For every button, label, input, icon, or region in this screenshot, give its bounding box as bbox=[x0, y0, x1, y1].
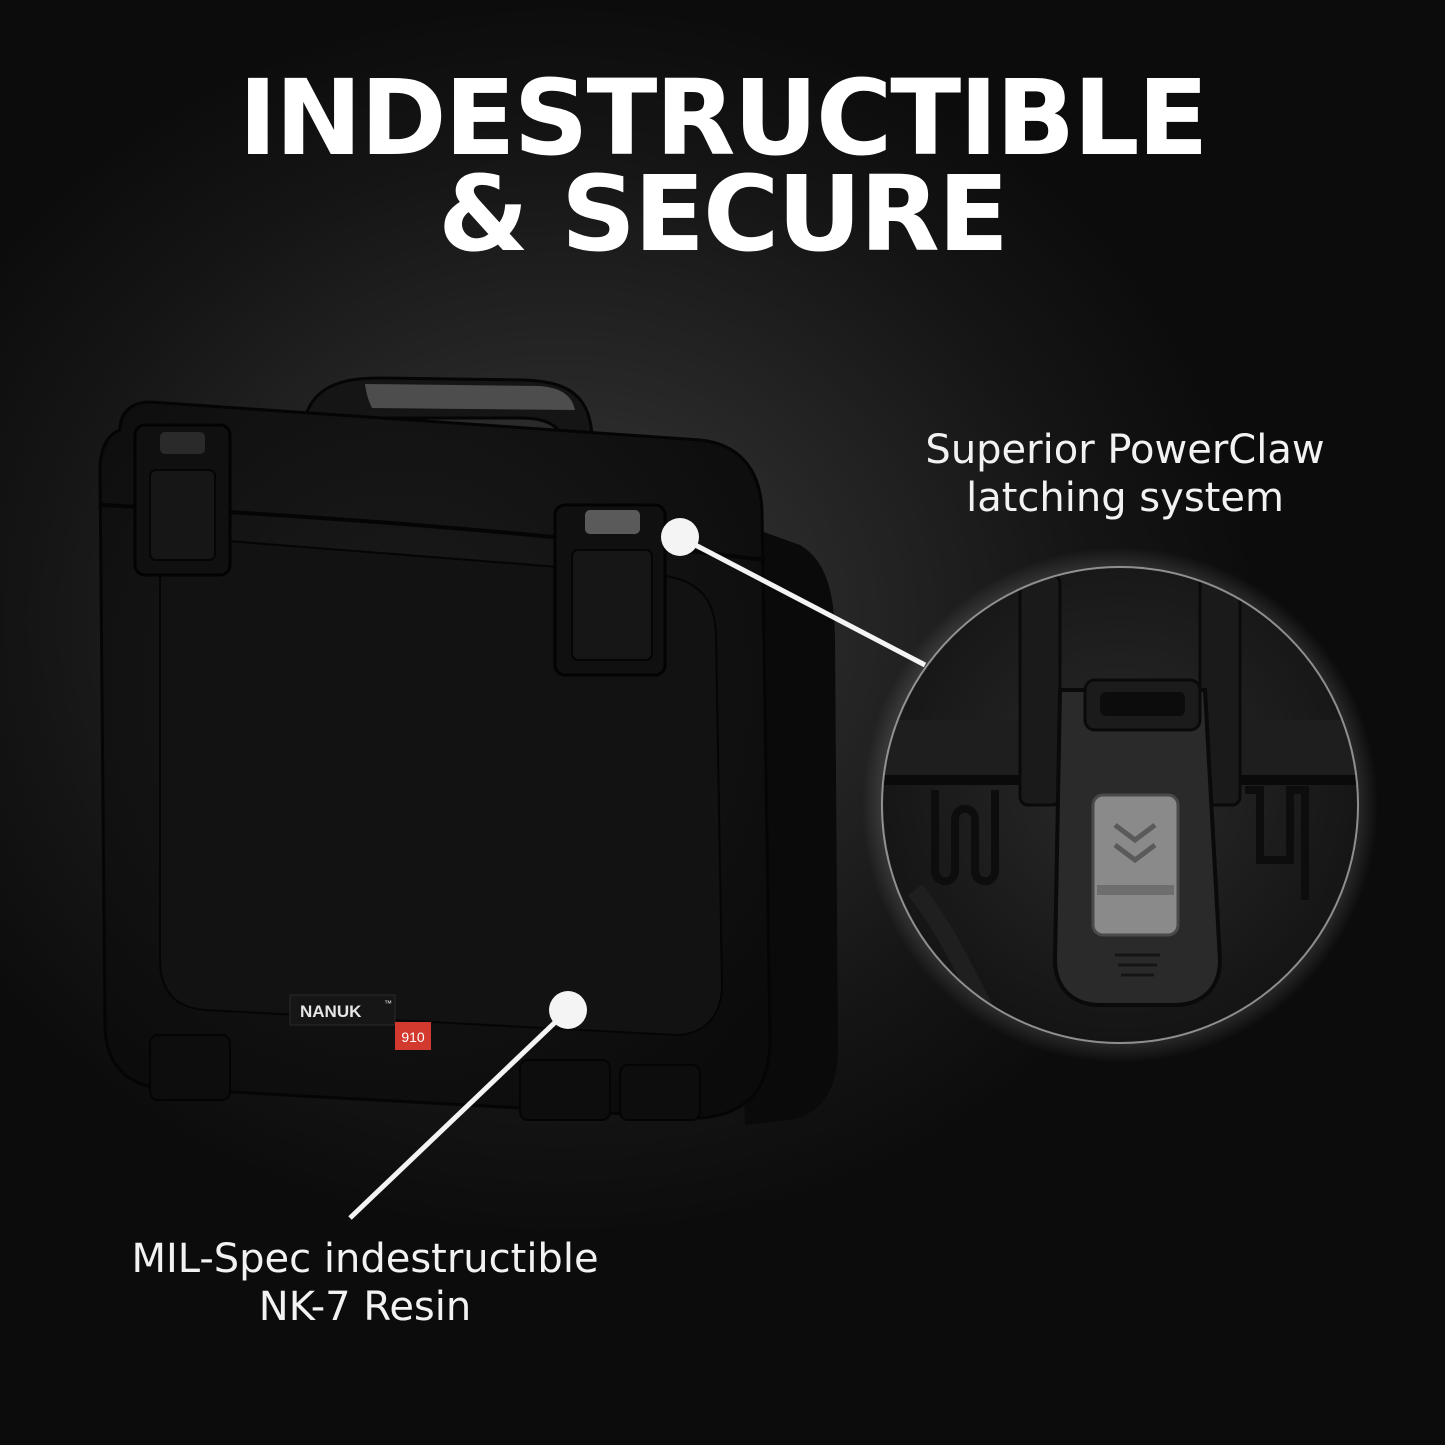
resin-callout-line-1: MIL-Spec indestructible bbox=[131, 1236, 599, 1282]
case-latch-right bbox=[553, 503, 667, 677]
brand-trademark: ™ bbox=[384, 999, 392, 1008]
latch-callout: Superior PowerClaw latching system bbox=[885, 426, 1365, 522]
latch-pointer-line bbox=[678, 534, 927, 668]
headline: INDESTRUCTIBLE & SECURE bbox=[0, 57, 1445, 275]
brand-name: NANUK bbox=[300, 1002, 362, 1021]
resin-callout-line-2: NK-7 Resin bbox=[258, 1284, 472, 1330]
headline-line-2: & SECURE bbox=[438, 153, 1009, 275]
resin-callout: MIL-Spec indestructible NK-7 Resin bbox=[70, 1235, 660, 1331]
resin-pointer-dot bbox=[549, 991, 587, 1029]
hard-case bbox=[98, 376, 838, 1125]
latch-pointer-dot bbox=[661, 518, 699, 556]
model-number: 910 bbox=[401, 1029, 425, 1045]
resin-pointer-line bbox=[348, 1008, 570, 1220]
latch-release-button bbox=[1091, 793, 1180, 937]
latch-callout-line-2: latching system bbox=[966, 475, 1284, 521]
brand-badge: NANUK ™ 910 bbox=[289, 994, 431, 1050]
latch-detail-zoom bbox=[862, 547, 1378, 1063]
latch-callout-line-1: Superior PowerClaw bbox=[925, 427, 1325, 473]
headline-line-1: INDESTRUCTIBLE bbox=[238, 57, 1208, 179]
case-latch-left bbox=[133, 423, 232, 577]
